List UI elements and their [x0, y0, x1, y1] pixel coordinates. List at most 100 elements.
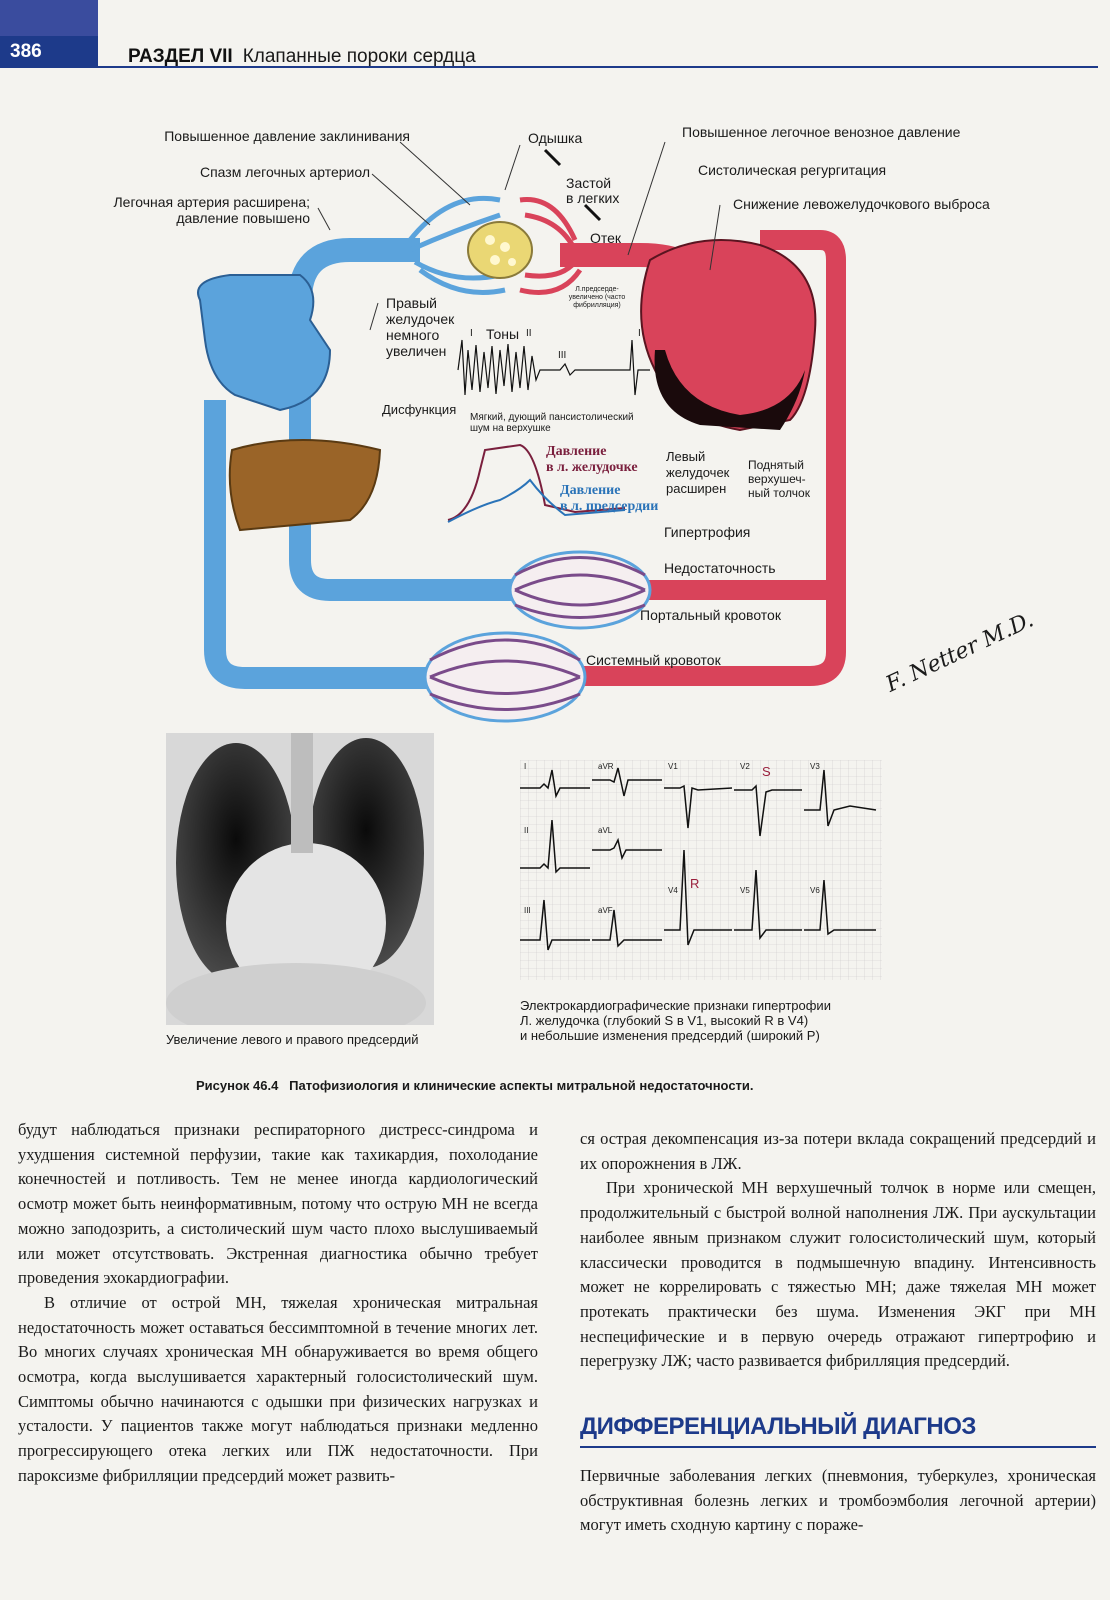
ecg-trace-V5 [734, 869, 802, 941]
portal-capillary-bed [508, 550, 652, 630]
left-column: будут наблюдаться признаки респираторног… [18, 1118, 538, 1489]
label-lv-pressure-2: в л. желудочке [546, 460, 638, 475]
ecg-trace-V2 [734, 784, 802, 837]
la-pressure-curve [447, 478, 626, 523]
label-rv: Правый желудочек немного увеличен [386, 295, 454, 359]
ecg-trace-III [520, 899, 590, 951]
ecg-lead-aVL: aVL [598, 826, 613, 835]
heart-sounds-waveform [457, 339, 650, 396]
label-lv-dilated-2: желудочек [666, 465, 730, 480]
label-lv-output-drop: Снижение левожелудочкового выброса [733, 196, 990, 212]
right-paragraph-2: При хронической МН верхушечный толчок в … [580, 1178, 1096, 1371]
right-column: ся острая декомпенсация из-за потери вкл… [580, 1127, 1096, 1374]
ecg-lead-aVF: aVF [598, 906, 613, 915]
systemic-capillary-bed [423, 631, 587, 723]
label-tone-iii: III [558, 350, 567, 361]
ecg-lead-V3: V3 [810, 762, 820, 771]
label-murmur-1: Мягкий, дующий пансистолический [470, 412, 634, 423]
ecg-trace-I [520, 769, 590, 799]
ecg-caption-3: и небольшие изменения предсердий (широки… [520, 1028, 820, 1043]
label-systemic: Системный кровоток [586, 652, 721, 668]
figure-caption: Рисунок 46.4 Патофизиология и клинически… [196, 1078, 754, 1093]
right-column-continued: Первичные заболевания легких (пневмония,… [580, 1464, 1096, 1538]
ecg-grid [520, 760, 882, 980]
ecg-lead-V5: V5 [740, 886, 750, 895]
ecg-trace-V6 [804, 879, 876, 936]
label-pa-dilated-2: давление повышено [176, 210, 310, 226]
label-rv-3: немного [386, 327, 440, 343]
label-apex-3: ный толчок [748, 486, 810, 500]
header-rule [98, 66, 1098, 68]
ecg-lead-II: II [524, 826, 529, 835]
pulmonary-artery [288, 238, 420, 301]
heading-rule [580, 1446, 1096, 1448]
venous-loop-outer [204, 400, 440, 689]
label-la-enlarged-3: фибрилляция) [573, 302, 621, 309]
label-lv-dilated-1: Левый [666, 449, 706, 464]
label-rv-2: желудочек [386, 311, 455, 327]
ecg-trace-aVF [592, 909, 662, 948]
ecg-caption-1: Электрокардиографические признаки гиперт… [520, 998, 831, 1013]
left-ventricle-wall [654, 350, 805, 430]
ecg-trace-V1 [664, 784, 733, 829]
label-la-pressure-2: в л. предсердии [560, 499, 659, 514]
label-dysfunction: Дисфункция [382, 402, 457, 417]
left-heart [640, 239, 817, 432]
ecg-mark-s: S [762, 764, 771, 779]
label-murmur-2: шум на верхушке [470, 423, 551, 434]
ecg-trace-aVR [592, 767, 662, 797]
label-congestion-2: в легких [566, 190, 620, 206]
ecg-trace-II [520, 819, 590, 874]
xray-caption: Увеличение левого и правого предсердий [166, 1032, 419, 1047]
label-pulm-venous-pressure: Повышенное легочное венозное давление [682, 124, 961, 140]
section-title: Клапанные пороки сердца [242, 46, 476, 67]
label-dyspnea: Одышка [528, 130, 583, 146]
section-heading: ДИФФЕРЕНЦИАЛЬНЫЙ ДИАГНОЗ [580, 1413, 976, 1440]
label-la-enlarged-1: Л.предсерде- [575, 286, 619, 293]
label-tone-ii: II [526, 328, 532, 339]
section-label: РАЗДЕЛ VII [128, 46, 233, 67]
label-apex-1: Поднятый [748, 458, 804, 472]
label-tone-i-right: I [638, 328, 641, 339]
label-arteriole-spasm: Спазм легочных артериол [199, 164, 370, 180]
label-tone-i-left: I [470, 328, 473, 339]
label-apex: Поднятый верхушеч- ный толчок [748, 458, 810, 500]
ecg-trace-aVL [592, 837, 662, 861]
lung-capillaries [408, 195, 583, 295]
ecg-lead-I: I [524, 762, 527, 771]
ecg-lead-aVR: aVR [598, 762, 614, 771]
label-lv-dilated-3: расширен [666, 481, 727, 496]
label-rv-4: увеличен [386, 343, 447, 359]
label-portal: Портальный кровоток [640, 607, 781, 623]
label-failure: Недостаточность [664, 560, 776, 576]
label-wedge-pressure: Повышенное давление заклинивания [164, 128, 410, 144]
arterial-loop [570, 230, 846, 686]
label-pa-dilated-1: Легочная артерия расширена; [113, 194, 310, 210]
label-rv-1: Правый [386, 295, 437, 311]
label-systolic-regurg: Систолическая регургитация [698, 162, 887, 178]
ecg-trace-V4 [664, 849, 732, 946]
ecg-caption-2: Л. желудочка (глубокий S в V1, высокий R… [520, 1013, 809, 1028]
right-paragraph-3: Первичные заболевания легких (пневмония,… [580, 1466, 1096, 1535]
ecg-trace-V3 [804, 769, 877, 827]
venous-loop [289, 350, 540, 601]
section-header: РАЗДЕЛ VII Клапанные пороки сердца [128, 46, 476, 68]
ecg-lead-III: III [524, 906, 531, 915]
ecg-caption: Электрокардиографические признаки гиперт… [520, 998, 831, 1043]
label-edema: Отек [590, 230, 622, 246]
ecg-mark-r: R [690, 876, 700, 891]
dyspnea-arrow-icon [543, 148, 562, 167]
label-hypertrophy: Гипертрофия [664, 524, 751, 540]
label-apex-2: верхушеч- [748, 472, 806, 486]
page-number: 386 [0, 36, 98, 68]
ecg-lead-V6: V6 [810, 886, 820, 895]
left-paragraph-1: будут наблюдаться признаки респираторног… [18, 1120, 538, 1288]
liver [228, 439, 382, 532]
leader-lines [317, 141, 721, 331]
label-tones: Тоны [486, 326, 520, 342]
chest-xray-image [166, 733, 434, 1025]
ecg-lead-V2: V2 [740, 762, 750, 771]
label-la-pressure-1: Давление [560, 483, 621, 498]
right-heart [197, 274, 332, 412]
right-paragraph-1: ся острая декомпенсация из-за потери вкл… [580, 1129, 1096, 1173]
